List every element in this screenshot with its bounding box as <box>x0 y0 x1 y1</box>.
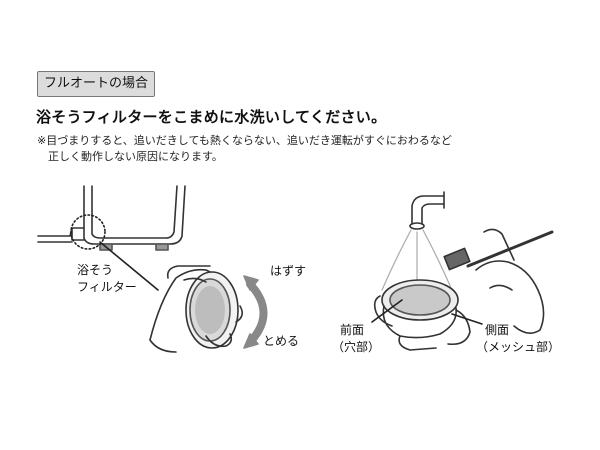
filter-leader-line <box>99 241 159 291</box>
bathtub-illustration <box>37 185 186 251</box>
caution-note-line2: 正しく動作しない原因になります。 <box>48 150 223 163</box>
page-heading: 浴そうフィルターをこまめに水洗いしてください。 <box>36 108 387 126</box>
hand-holding-filter-illustration <box>149 265 244 353</box>
faucet-illustration <box>409 191 445 230</box>
section-tag: フルオートの場合 <box>37 71 156 97</box>
remove-label: はずす <box>270 264 307 278</box>
toothbrush-illustration <box>443 228 554 334</box>
front-label-line1: 前面 <box>340 323 365 337</box>
filter-cleaning-illustration <box>373 279 471 351</box>
caution-note: ※目づまりすると、追いだきしても熱くならない、追いだき運転がすぐにおわるなど 正… <box>37 133 452 165</box>
filter-highlight-circle <box>70 214 106 250</box>
rotation-arrow <box>246 280 268 344</box>
caution-note-line1: ※目づまりすると、追いだきしても熱くならない、追いだき運転がすぐにおわるなど <box>37 134 452 147</box>
side-label-line1: 側面 <box>485 323 510 337</box>
filter-label-line2: フィルター <box>77 280 137 294</box>
attach-label: とめる <box>263 334 300 348</box>
side-label-line2: （メッシュ部） <box>476 340 561 354</box>
side-leader-line <box>451 313 483 325</box>
front-label-line2: （穴部） <box>332 340 381 354</box>
front-leader-line <box>371 299 403 323</box>
filter-label-line1: 浴そう <box>77 263 114 277</box>
